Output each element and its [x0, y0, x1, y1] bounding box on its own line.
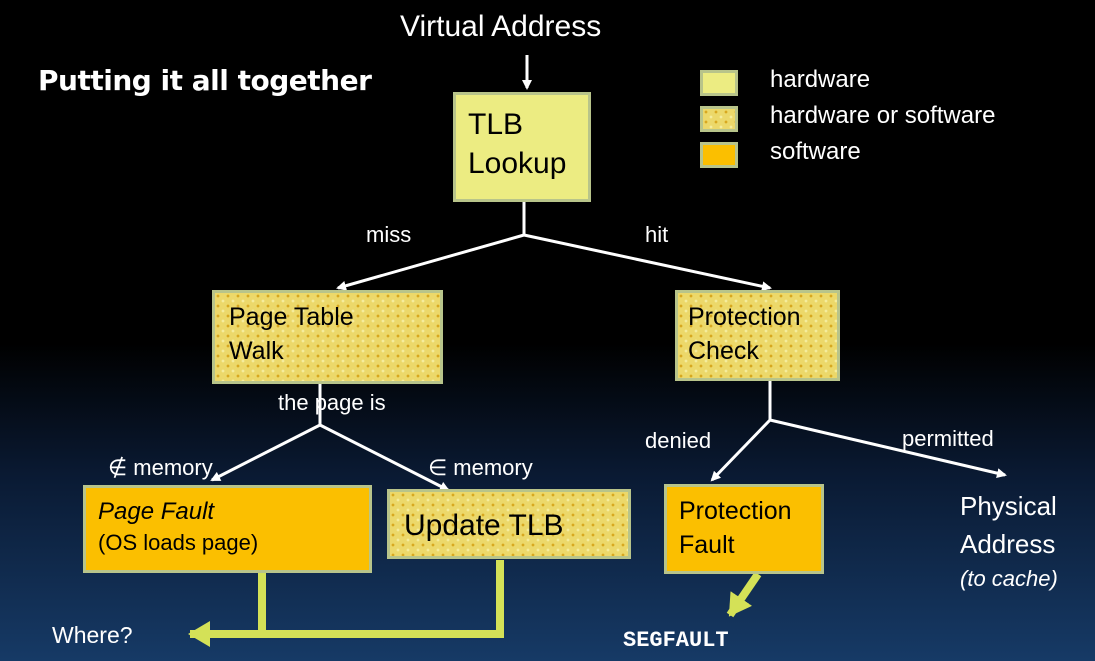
node-page-fault-line2: (OS loads page): [98, 530, 259, 556]
node-update-tlb-line1: Update TLB: [404, 509, 564, 542]
physical-address-line1: Physical: [960, 491, 1057, 521]
node-ptw-line1: Page Table: [229, 303, 354, 331]
node-protection-check: Protection Check: [675, 290, 840, 381]
node-protection-fault: Protection Fault: [664, 484, 824, 574]
node-page-fault-line1: Page Fault: [98, 498, 215, 525]
legend-label-software: software: [770, 138, 861, 165]
edge-label-permitted: permitted: [902, 426, 994, 451]
legend-swatch-hwsw: [700, 106, 738, 132]
edge-label-the-page-is: the page is: [278, 390, 386, 415]
node-update-tlb: Update TLB: [387, 489, 631, 559]
edge-label-denied: denied: [645, 428, 712, 453]
edge-segfault: [726, 571, 762, 618]
edge-label-miss: miss: [366, 222, 412, 247]
physical-address-line3: (to cache): [960, 566, 1058, 592]
legend-label-hardware: hardware: [770, 66, 871, 93]
legend-label-hwsw: hardware or software: [770, 102, 996, 129]
edge-label-in-memory: ∈ memory: [428, 455, 533, 480]
edge-miss: [336, 233, 525, 291]
node-tlb-line1: TLB: [468, 108, 524, 141]
physical-address-output: Physical Address (to cache): [960, 488, 1058, 595]
edge-label-not-in-memory: ∉ memory: [108, 455, 213, 480]
node-prot-fault-line2: Fault: [679, 530, 735, 559]
segfault-label: SEGFAULT: [623, 628, 729, 653]
physical-address-line2: Address: [960, 528, 1056, 559]
node-prot-check-line1: Protection: [688, 303, 801, 331]
edge-not-in-memory: [210, 423, 321, 482]
legend-swatch-hardware: [700, 70, 738, 96]
page-title: Putting it all together: [38, 64, 372, 97]
edge-denied: [710, 418, 772, 482]
edge-hit: [523, 233, 772, 292]
node-prot-check-line2: Check: [688, 336, 759, 365]
node-tlb-line2: Lookup: [468, 147, 567, 180]
virtual-address-label: Virtual Address: [400, 10, 602, 43]
node-prot-fault-line1: Protection: [679, 497, 792, 525]
where-label: Where?: [52, 622, 133, 648]
edge-in-memory: [319, 423, 450, 492]
edge-permitted: [769, 418, 1007, 479]
node-ptw-line2: Walk: [229, 336, 284, 365]
edge-label-hit: hit: [645, 222, 669, 247]
legend-swatch-software: [700, 142, 738, 168]
node-page-table-walk: Page Table Walk: [212, 290, 443, 384]
node-tlb-lookup: TLB Lookup: [453, 92, 591, 202]
node-page-fault: Page Fault (OS loads page): [83, 485, 372, 573]
